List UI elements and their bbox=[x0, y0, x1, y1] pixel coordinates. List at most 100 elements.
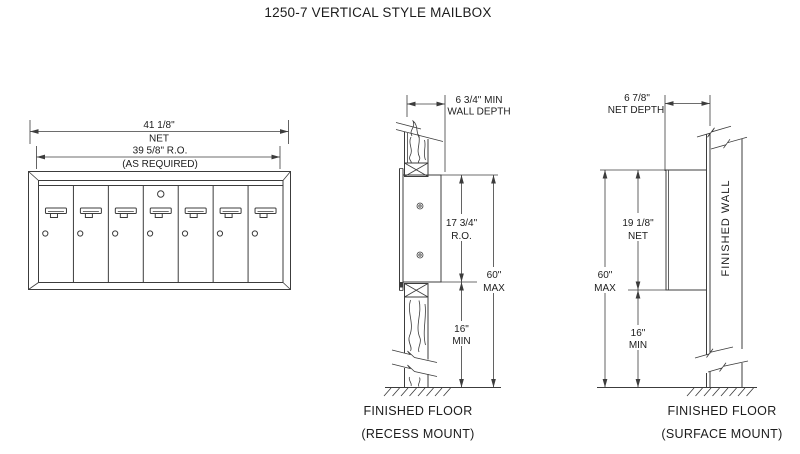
frame-bevel bbox=[282, 282, 291, 290]
surface-mount-label: (SURFACE MOUNT) bbox=[661, 427, 782, 441]
mailbox-housing bbox=[665, 169, 707, 291]
master-lock-icon bbox=[157, 190, 165, 198]
dim-net-depth-value: 6 7/8" bbox=[624, 93, 650, 104]
mounting-screw-icon bbox=[418, 253, 422, 257]
front-compartments bbox=[42, 185, 277, 283]
dim-overall-width-qualifier: NET bbox=[149, 134, 169, 145]
mounting-screw-icon bbox=[416, 251, 424, 259]
recess-mount-label: (RECESS MOUNT) bbox=[361, 427, 474, 441]
dim-wall-depth-value: 6 3/4" MIN bbox=[456, 95, 503, 106]
surface-floor-label: FINISHED FLOOR bbox=[667, 404, 776, 418]
dim-16-min-qualifier: MIN bbox=[452, 336, 470, 347]
door-handle-icon bbox=[184, 207, 207, 214]
dim-overall-width-value: 41 1/8" bbox=[143, 120, 175, 131]
mounting-screw-icon bbox=[418, 204, 422, 208]
frame-bevel bbox=[28, 171, 39, 181]
blocking bbox=[404, 162, 429, 177]
wood-grain bbox=[409, 136, 412, 164]
handle-tab bbox=[49, 213, 58, 218]
stud-break-line bbox=[395, 129, 444, 142]
front-view: 41 1/8" NET 39 5/8" R.O. (AS REQUIRED) bbox=[28, 120, 291, 290]
dim-60-max-qualifier: MAX bbox=[483, 283, 505, 294]
wall-break-line bbox=[710, 136, 748, 150]
door-lock-icon bbox=[42, 230, 49, 237]
blocking-x bbox=[404, 162, 429, 177]
wood-grain bbox=[410, 119, 420, 139]
blocking bbox=[404, 283, 429, 298]
recess-floor-label: FINISHED FLOOR bbox=[363, 404, 472, 418]
handle-tab bbox=[84, 213, 93, 218]
flange-foot bbox=[399, 282, 403, 288]
wood-grain bbox=[408, 376, 412, 387]
door-lock-icon bbox=[216, 230, 224, 237]
stud-break-line bbox=[391, 363, 438, 377]
door-lock-icon bbox=[146, 230, 154, 237]
door-handle-icon bbox=[149, 207, 172, 214]
stud-break-line bbox=[391, 349, 438, 363]
recess-mount-view: 6 3/4" MIN WALL DEPTH bbox=[361, 95, 511, 441]
finished-wall-label: FINISHED WALL bbox=[720, 180, 732, 277]
recess-dim-60-max: 60" MAX bbox=[478, 175, 509, 388]
frame-bevel bbox=[282, 171, 291, 181]
floor-hatching bbox=[686, 387, 754, 397]
front-dim-rough-opening: 39 5/8" R.O. (AS REQUIRED) bbox=[36, 146, 281, 170]
recess-dim-16-min: 16" MIN bbox=[447, 282, 476, 388]
frame-bevel bbox=[28, 282, 39, 290]
wall-break-line bbox=[707, 360, 749, 373]
handle-tab bbox=[119, 213, 128, 218]
text-mask bbox=[442, 214, 481, 241]
wood-grain bbox=[417, 300, 421, 353]
recess-mailbox-body bbox=[399, 168, 442, 291]
dim-net-depth-qualifier: NET DEPTH bbox=[608, 105, 665, 116]
handle-tab bbox=[224, 213, 233, 218]
dim-ro-height-qualifier: R.O. bbox=[451, 231, 472, 242]
wall-break-line bbox=[694, 346, 734, 359]
surface-dim-16-min: 16" MIN bbox=[624, 290, 652, 388]
surface-dim-net-depth: 6 7/8" NET DEPTH bbox=[608, 93, 711, 171]
text-mask bbox=[478, 267, 509, 293]
floor-hatching bbox=[383, 387, 451, 397]
wall-break-line bbox=[696, 125, 732, 138]
dim-16-min-qualifier: MIN bbox=[629, 340, 647, 351]
door-lock-icon bbox=[112, 230, 119, 237]
text-mask bbox=[447, 321, 476, 346]
surface-finished-wall: FINISHED WALL bbox=[694, 125, 749, 388]
text-mask bbox=[589, 267, 621, 293]
dim-ro-width-qualifier: (AS REQUIRED) bbox=[122, 159, 198, 170]
recess-upper-stud bbox=[395, 119, 444, 177]
text-mask bbox=[619, 213, 657, 241]
surface-dim-net-height: 19 1/8" NET bbox=[619, 170, 657, 290]
recess-dim-ro-height: 17 3/4" R.O. bbox=[442, 175, 481, 282]
surface-mount-view: 6 7/8" NET DEPTH FINISHED WALL bbox=[589, 93, 782, 441]
wood-grain bbox=[423, 139, 426, 161]
cabinet-outer-frame bbox=[28, 171, 291, 290]
recess-floor bbox=[383, 387, 501, 397]
dim-wall-depth-qualifier: WALL DEPTH bbox=[447, 107, 510, 118]
text-mask bbox=[624, 325, 652, 350]
dim-ro-height-value: 17 3/4" bbox=[446, 218, 478, 229]
door-handle-icon bbox=[44, 207, 67, 214]
dim-16-min-value: 16" bbox=[454, 324, 469, 335]
dim-ro-width-value: 39 5/8" R.O. bbox=[133, 146, 188, 157]
mailbox-front-elevation bbox=[28, 171, 291, 290]
door-handle-icon bbox=[254, 207, 277, 214]
dim-16-min-value: 16" bbox=[631, 328, 646, 339]
surface-mailbox-body bbox=[665, 169, 707, 291]
dim-60-max-qualifier: MAX bbox=[594, 283, 616, 294]
door-handle-icon bbox=[79, 207, 102, 214]
door-lock-icon bbox=[251, 230, 258, 237]
dim-net-height-value: 19 1/8" bbox=[622, 218, 654, 229]
mailbox-housing bbox=[402, 174, 442, 283]
surface-dim-60-max: 60" MAX bbox=[589, 170, 621, 388]
door-handle-icon bbox=[219, 207, 242, 214]
wood-grain bbox=[423, 303, 426, 346]
wood-grain bbox=[417, 134, 421, 164]
door-lock-icon bbox=[181, 230, 189, 237]
mounting-screw-icon bbox=[416, 202, 424, 210]
door-handle-icon bbox=[114, 207, 137, 214]
dim-60-max-value: 60" bbox=[598, 270, 613, 281]
text-mask bbox=[118, 158, 202, 169]
recess-dim-wall-depth: 6 3/4" MIN WALL DEPTH bbox=[406, 95, 511, 172]
